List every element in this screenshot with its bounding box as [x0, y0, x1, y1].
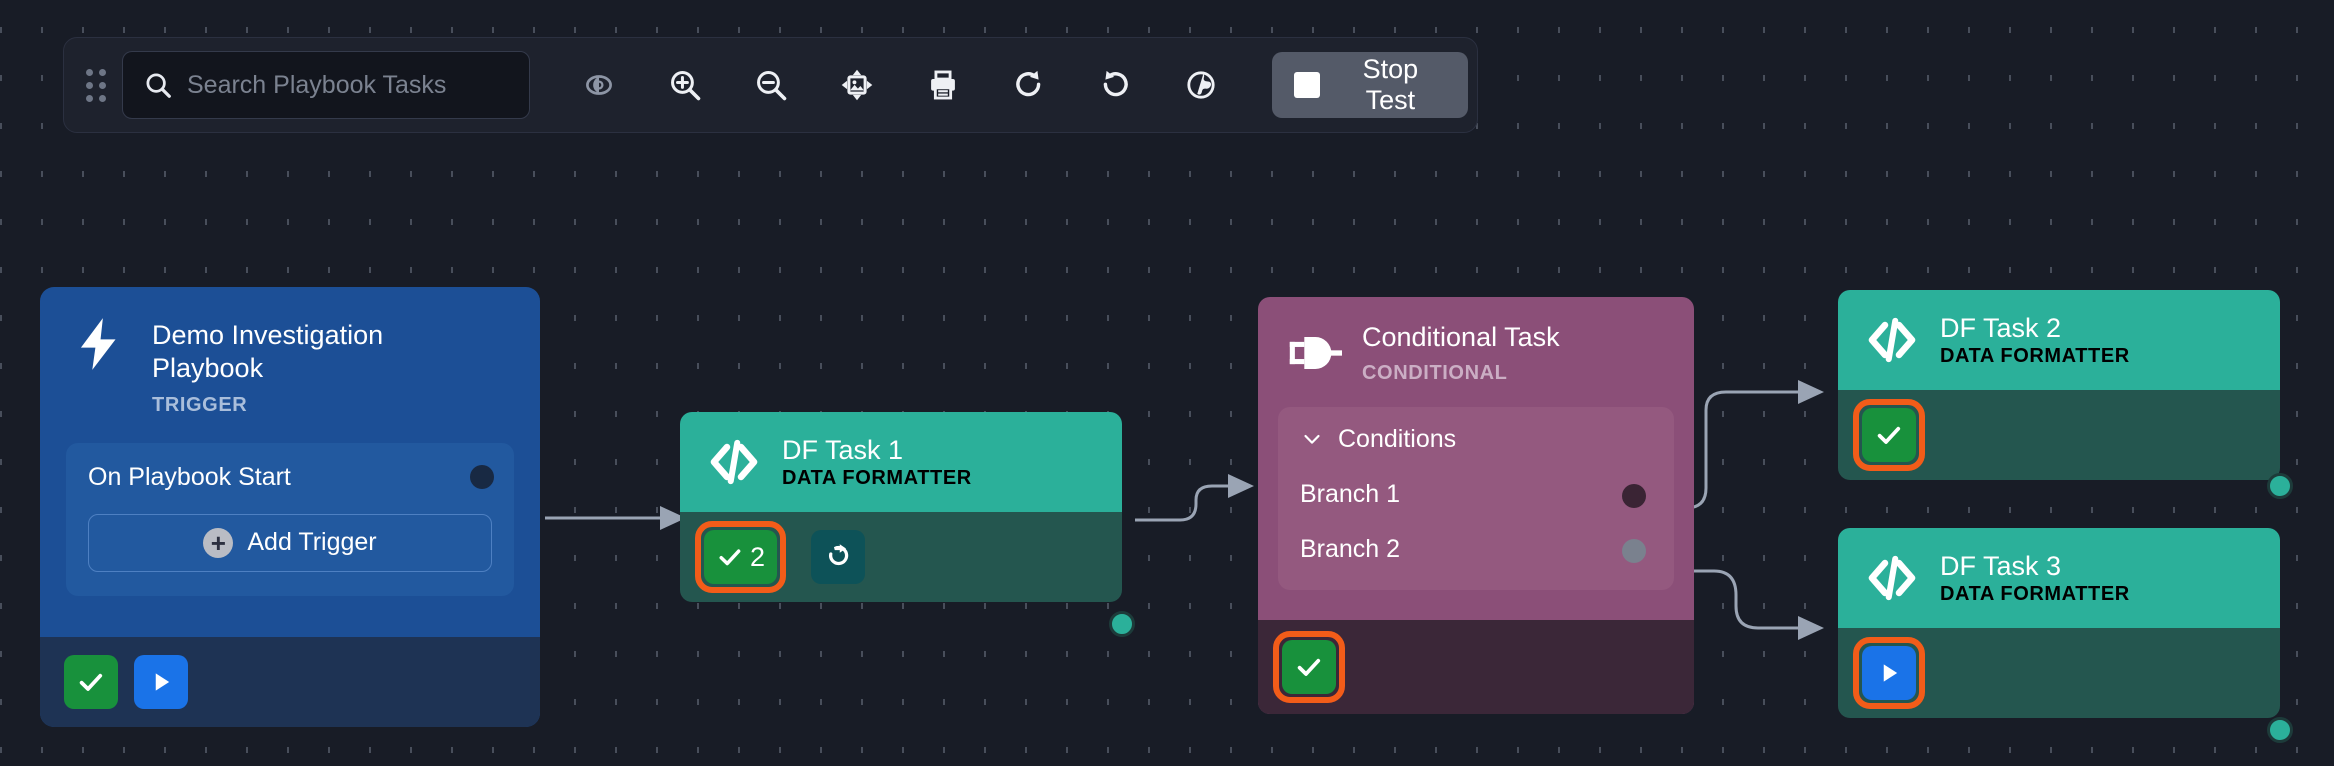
redo-icon	[1016, 70, 1041, 97]
node-title: DF Task 3	[1940, 551, 2062, 582]
visibility-icon-button[interactable]	[556, 52, 642, 118]
edge-arrowhead	[1798, 616, 1824, 640]
print-icon-button[interactable]	[900, 52, 986, 118]
globe-icon-button[interactable]	[1158, 52, 1244, 118]
fit-to-screen-icon-button[interactable]	[814, 52, 900, 118]
trigger-status-footer[interactable]	[40, 637, 540, 727]
df-task-3-status-footer[interactable]	[1838, 628, 2280, 718]
df-task-3-output-port[interactable]	[2267, 717, 2293, 743]
success-badge[interactable]	[1853, 399, 1925, 471]
branch-2-label: Branch 2	[1300, 534, 1401, 563]
node-subtitle: DATA FORMATTER	[782, 466, 972, 489]
check-icon	[719, 549, 741, 566]
lightning-bolt-icon	[68, 313, 130, 375]
print-icon	[931, 70, 955, 100]
df-task-1-status-footer[interactable]: 2	[680, 512, 1122, 602]
run-badge[interactable]	[134, 655, 188, 709]
undo-icon	[1103, 70, 1128, 97]
node-subtitle: DATA FORMATTER	[1940, 344, 2130, 367]
success-badge[interactable]	[1273, 631, 1345, 703]
node-conditional-task[interactable]: Conditional Task CONDITIONAL Conditions …	[1258, 297, 1694, 714]
chevron-down-icon	[1304, 435, 1320, 445]
canvas-toolbar[interactable]: Stop Test	[63, 37, 1478, 133]
fit-to-screen-icon	[841, 69, 873, 101]
success-badge[interactable]: 2	[694, 521, 787, 593]
toolbar-drag-handle[interactable]	[86, 68, 106, 102]
visibility-icon	[586, 75, 612, 95]
search-input[interactable]	[187, 70, 509, 100]
check-icon	[79, 673, 103, 691]
node-trigger-demo-investigation-playbook[interactable]: Demo Investigation Playbook TRIGGER On P…	[40, 287, 540, 727]
retry-badge[interactable]	[811, 530, 866, 584]
retry-icon	[829, 544, 849, 566]
zoom-out-icon	[757, 71, 787, 101]
node-title: DF Task 1	[782, 435, 904, 466]
success-count: 2	[750, 541, 766, 572]
undo-icon-button[interactable]	[1072, 52, 1158, 118]
check-icon	[1297, 658, 1321, 676]
branch-1-label: Branch 1	[1300, 479, 1401, 508]
on-playbook-start-label: On Playbook Start	[88, 462, 291, 491]
conditions-toggle[interactable]: Conditions	[1300, 425, 1652, 454]
df-task-2-header: DF Task 2 DATA FORMATTER	[1838, 290, 2293, 499]
node-df-task-3[interactable]: DF Task 3 DATA FORMATTER	[1838, 528, 2293, 743]
node-subtitle: DATA FORMATTER	[1940, 582, 2130, 605]
branch-2-output-port[interactable]	[1622, 538, 1646, 563]
trigger-config-panel[interactable]: On Playbook Start + Add Trigger	[66, 442, 514, 596]
node-title: Conditional Task	[1362, 322, 1560, 352]
df-task-1-output-port[interactable]	[1109, 611, 1135, 637]
toolbar-icon-group[interactable]	[556, 52, 1244, 118]
branch-row-2[interactable]: Branch 2	[1300, 535, 1652, 564]
node-title: Demo Investigation Playbook	[152, 320, 384, 383]
edge-df1-to-conditional	[1135, 484, 1232, 522]
edge-arrowhead	[1798, 380, 1824, 404]
df-task-2-output-port[interactable]	[2267, 473, 2293, 499]
add-trigger-button[interactable]: + Add Trigger	[88, 513, 492, 572]
success-badge[interactable]	[64, 655, 118, 709]
trigger-output-port[interactable]	[470, 464, 494, 489]
play-icon	[1883, 664, 1898, 682]
code-brackets-icon	[1864, 312, 1920, 368]
redo-icon-button[interactable]	[986, 52, 1072, 118]
conditions-label: Conditions	[1338, 424, 1457, 453]
conditional-status-footer[interactable]	[1258, 620, 1694, 714]
node-subtitle: CONDITIONAL	[1362, 361, 1508, 384]
stop-square-icon	[1294, 72, 1320, 98]
df-task-3-header: DF Task 3 DATA FORMATTER	[1838, 528, 2293, 743]
conditions-panel[interactable]: Conditions Branch 1 Branch 2	[1278, 406, 1674, 590]
df-task-1-header: DF Task 1 DATA FORMATTER	[680, 412, 1135, 637]
edge-arrowhead	[1228, 474, 1254, 498]
stop-test-label: Stop Test	[1362, 54, 1419, 115]
logic-gate-icon	[1284, 324, 1342, 382]
df-task-2-status-footer[interactable]	[1838, 390, 2280, 480]
search-icon	[143, 70, 173, 100]
node-subtitle: TRIGGER	[152, 393, 248, 416]
branch-1-output-port[interactable]	[1622, 483, 1646, 508]
search-playbook-tasks-box[interactable]	[122, 51, 530, 119]
node-title: DF Task 2	[1940, 313, 2062, 344]
plus-icon: +	[203, 527, 234, 558]
stop-test-button[interactable]: Stop Test	[1272, 52, 1468, 118]
globe-icon	[1187, 71, 1215, 99]
zoom-in-icon	[671, 71, 701, 101]
play-icon	[155, 673, 170, 691]
branch-row-1[interactable]: Branch 1	[1300, 480, 1652, 509]
node-df-task-2[interactable]: DF Task 2 DATA FORMATTER	[1838, 290, 2293, 499]
zoom-out-icon-button[interactable]	[728, 52, 814, 118]
zoom-in-icon-button[interactable]	[642, 52, 728, 118]
node-df-task-1[interactable]: DF Task 1 DATA FORMATTER 2	[680, 412, 1135, 637]
run-badge[interactable]	[1853, 637, 1925, 709]
code-brackets-icon	[706, 434, 762, 490]
code-brackets-icon	[1864, 550, 1920, 606]
check-icon	[1877, 426, 1901, 444]
add-trigger-label: Add Trigger	[247, 528, 377, 557]
